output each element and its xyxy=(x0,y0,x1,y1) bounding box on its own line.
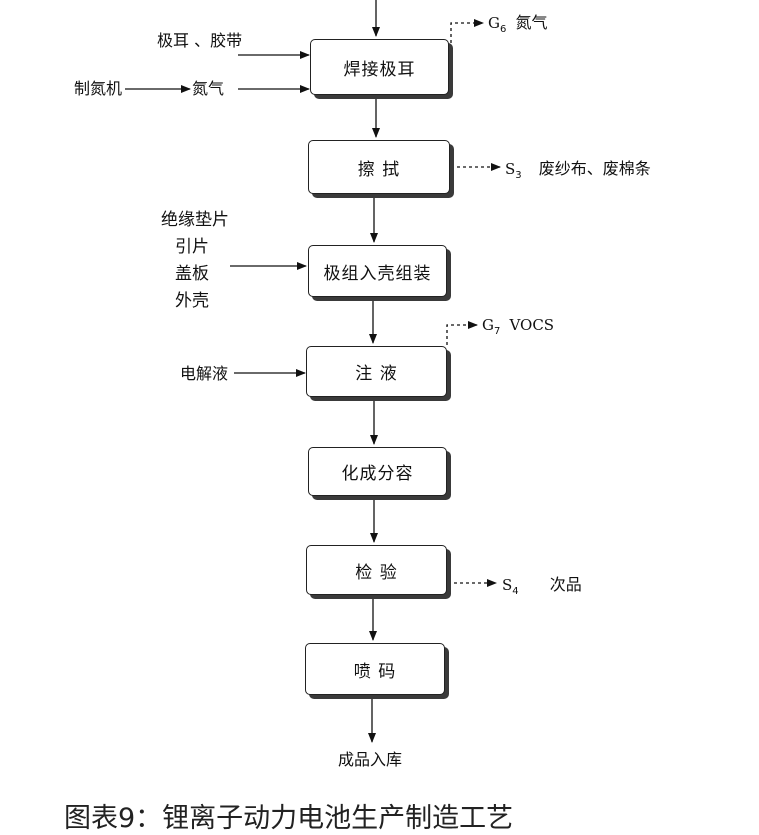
assembly-material-item: 引片 xyxy=(175,237,209,257)
output-s4-label: 次品 xyxy=(549,575,582,594)
output-s4-code: S xyxy=(502,576,513,594)
arrow-g7-out xyxy=(446,321,478,345)
step-assemble-label: 极组入壳组装 xyxy=(323,263,432,284)
output-g6-code: G xyxy=(488,14,500,32)
output-g7: G7 VOCS xyxy=(482,317,554,337)
output-g7-code: G xyxy=(482,316,494,334)
assembly-material-item: 绝缘垫片 xyxy=(161,210,229,230)
figure-caption: 图表9：锂离子动力电池生产制造工艺 xyxy=(64,803,514,834)
arrow-g6-out xyxy=(450,19,484,43)
step-wipe-label: 擦 拭 xyxy=(357,159,401,180)
output-s4: S4 次品 xyxy=(502,577,582,597)
output-s4-sub: 4 xyxy=(512,586,519,598)
output-g7-label: VOCS xyxy=(509,316,555,334)
step-inspect: 检 验 xyxy=(306,545,447,595)
final-storage: 成品入库 xyxy=(338,750,403,769)
step-spray-code: 喷 码 xyxy=(305,643,445,695)
step-assemble: 极组入壳组装 xyxy=(308,245,447,297)
step-weld-label: 焊接极耳 xyxy=(343,59,416,80)
output-s3-code: S xyxy=(505,160,516,178)
step-weld-tabs: 焊接极耳 xyxy=(310,39,449,95)
output-g6-label: 氮气 xyxy=(515,13,548,32)
output-s3: S3 废纱布、废棉条 xyxy=(505,161,651,181)
step-spray-label: 喷 码 xyxy=(353,661,397,682)
step-inject: 注 液 xyxy=(306,346,447,397)
input-nitrogen: 氮气 xyxy=(192,79,225,98)
input-electrolyte: 电解液 xyxy=(180,364,229,383)
input-assembly-materials: 绝缘垫片 引片 盖板 外壳 xyxy=(161,207,229,315)
step-inject-label: 注 液 xyxy=(355,364,398,384)
step-inspect-label: 检 验 xyxy=(355,562,398,583)
output-g6-sub: 6 xyxy=(499,24,507,36)
assembly-material-item: 外壳 xyxy=(175,291,209,311)
output-s3-sub: 3 xyxy=(515,170,522,182)
input-nitrogen-maker: 制氮机 xyxy=(74,79,123,98)
step-formation-label: 化成分容 xyxy=(341,464,414,484)
step-formation: 化成分容 xyxy=(308,447,447,496)
output-g7-sub: 7 xyxy=(493,326,501,338)
assembly-material-item: 盖板 xyxy=(175,264,209,284)
step-wipe: 擦 拭 xyxy=(308,140,450,194)
output-s3-label: 废纱布、废棉条 xyxy=(538,159,651,178)
input-tab-tape: 极耳 、胶带 xyxy=(157,31,243,50)
output-g6: G6 氮气 xyxy=(488,15,547,35)
